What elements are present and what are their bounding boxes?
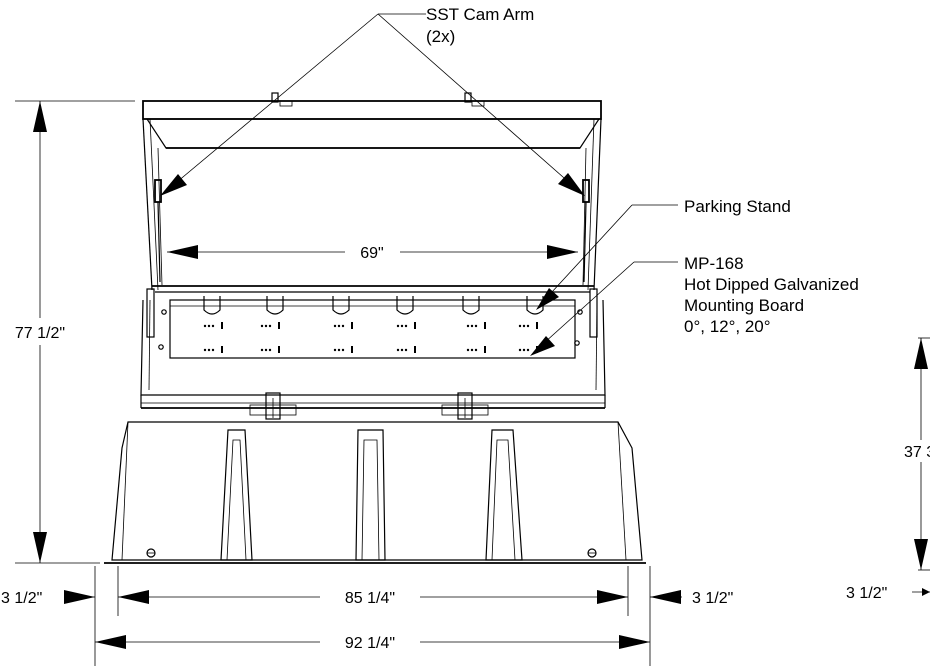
dim-inner-width-label: 69" (360, 245, 383, 262)
board-slot (203, 346, 223, 353)
callout-cam-arm: SST Cam Arm (2x) (160, 5, 585, 196)
parking-bracket (462, 296, 480, 315)
board-slot (333, 322, 353, 329)
parking-bracket (396, 296, 414, 315)
parking-bracket (526, 296, 544, 315)
board-slot (466, 346, 486, 353)
parking-stands (203, 296, 544, 315)
mp-model-label: MP-168 (684, 254, 744, 273)
lid (142, 92, 602, 149)
parking-bracket (266, 296, 284, 315)
mp-board-label: Mounting Board (684, 296, 804, 315)
board-slot (333, 346, 353, 353)
board-slot (396, 322, 416, 329)
dim-right-overhang-label: 3 1/2" (692, 590, 733, 607)
mp-angles-label: 0°, 12°, 20° (684, 317, 771, 336)
callout-mounting-board: MP-168 Hot Dipped Galvanized Mounting Bo… (530, 254, 859, 356)
dim-overall-width-label: 92 1/4" (345, 635, 395, 652)
dimension-side-height: 37 3 (904, 337, 930, 571)
board-slot (466, 322, 486, 329)
dimension-inner-width: 69" (167, 245, 578, 262)
board-slot (518, 322, 538, 329)
cam-arm-qty-label: (2x) (426, 27, 455, 46)
cam-arm-label: SST Cam Arm (426, 5, 534, 24)
callout-parking-stand: Parking Stand (536, 197, 791, 310)
dimension-height: 77 1/2" (15, 100, 135, 564)
dim-base-width-label: 85 1/4" (345, 590, 395, 607)
board-slot (260, 346, 280, 353)
dim-side-height-label: 37 3 (904, 444, 930, 461)
board-slot (203, 322, 223, 329)
mounting-board (169, 299, 576, 359)
dim-side-overhang-label: 3 1/2" (846, 585, 887, 602)
dimension-left-overhang: 3 1/2" (1, 590, 95, 607)
lid-side-rails (142, 118, 602, 291)
base (104, 421, 646, 564)
cam-arms (154, 179, 590, 283)
board-slot (396, 346, 416, 353)
parking-bracket (332, 296, 350, 315)
dimension-side-overhang: 3 1/2" (846, 585, 930, 602)
mp-finish-label: Hot Dipped Galvanized (684, 275, 859, 294)
cabinet-body (140, 285, 606, 409)
board-slot (260, 322, 280, 329)
parking-stand-label: Parking Stand (684, 197, 791, 216)
parking-bracket (203, 296, 221, 315)
dimension-base-width: 85 1/4" (94, 566, 651, 666)
dim-left-overhang-label: 3 1/2" (1, 590, 42, 607)
hinges (249, 392, 489, 420)
dimension-overall-width: 92 1/4" (95, 635, 650, 652)
dim-height-label: 77 1/2" (15, 325, 65, 342)
dimension-right-overhang: 3 1/2" (650, 590, 733, 607)
